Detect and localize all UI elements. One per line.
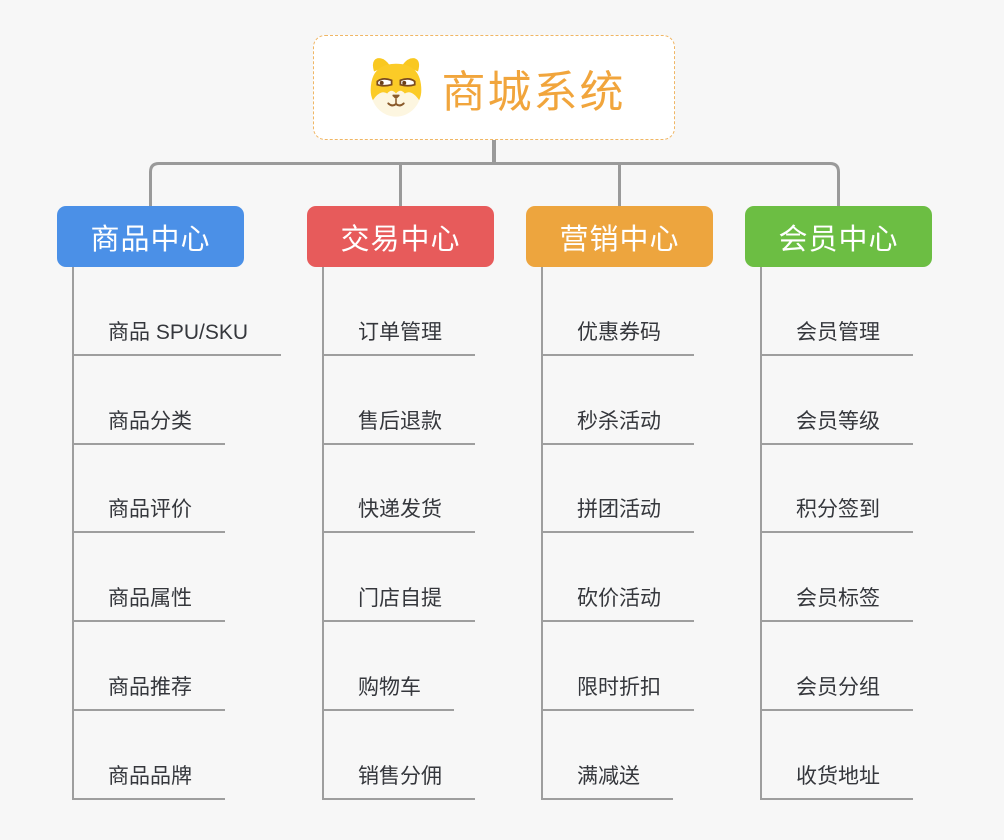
- leaf-node[interactable]: 秒杀活动: [543, 405, 694, 445]
- leaf-row: 购物车: [324, 622, 552, 711]
- leaf-row: 积分签到: [762, 445, 990, 534]
- leaf-node[interactable]: 满减送: [543, 760, 673, 800]
- leaf-row: 商品品牌: [74, 711, 302, 800]
- leaf-row: 砍价活动: [543, 533, 771, 623]
- leaf-row: 会员标签: [762, 533, 990, 623]
- leaf-row: 商品评价: [74, 445, 302, 534]
- branch-product-center: 商品中心 商品 SPU/SKU 商品分类 商品评价 商品属性 商品推荐 商品品牌: [57, 206, 317, 800]
- leaf-row: 销售分佣: [324, 711, 552, 800]
- leaf-row: 订单管理: [324, 267, 552, 356]
- leaf-node[interactable]: 优惠券码: [543, 316, 694, 356]
- leaf-row: 秒杀活动: [543, 356, 771, 445]
- branch-trade-center: 交易中心 订单管理 售后退款 快递发货 门店自提 购物车 销售分佣: [307, 206, 567, 800]
- leaf-row: 商品属性: [74, 533, 302, 623]
- leaf-node[interactable]: 会员标签: [762, 582, 913, 623]
- leaf-row: 商品分类: [74, 356, 302, 445]
- branch-node-product[interactable]: 商品中心: [57, 206, 244, 267]
- leaf-node[interactable]: 购物车: [324, 671, 454, 711]
- leaf-row: 限时折扣: [543, 622, 771, 711]
- leaf-row: 商品 SPU/SKU: [74, 267, 302, 356]
- leaf-node[interactable]: 收货地址: [762, 760, 913, 800]
- leaf-row: 优惠券码: [543, 267, 771, 356]
- leaf-row: 会员等级: [762, 356, 990, 445]
- main-horizontal-line: [149, 162, 840, 206]
- leaf-node[interactable]: 订单管理: [324, 316, 475, 356]
- leaf-node[interactable]: 商品属性: [74, 582, 225, 623]
- branch-children-trade: 订单管理 售后退款 快递发货 门店自提 购物车 销售分佣: [322, 267, 552, 800]
- leaf-node[interactable]: 会员分组: [762, 671, 913, 711]
- leaf-node[interactable]: 商品品牌: [74, 760, 225, 800]
- root-title: 商城系统: [441, 67, 626, 117]
- leaf-row: 会员管理: [762, 267, 990, 356]
- leaf-row: 快递发货: [324, 445, 552, 534]
- dog-face-icon: [370, 57, 421, 117]
- leaf-node[interactable]: 会员管理: [762, 316, 913, 356]
- leaf-row: 商品推荐: [74, 622, 302, 711]
- leaf-node[interactable]: 快递发货: [324, 493, 475, 534]
- branch-marketing-center: 营销中心 优惠券码 秒杀活动 拼团活动 砍价活动 限时折扣 满减送: [526, 206, 786, 800]
- leaf-row: 满减送: [543, 711, 771, 800]
- leaf-node[interactable]: 商品推荐: [74, 671, 225, 711]
- leaf-row: 门店自提: [324, 533, 552, 623]
- leaf-node[interactable]: 砍价活动: [543, 582, 694, 623]
- leaf-row: 售后退款: [324, 356, 552, 445]
- leaf-row: 拼团活动: [543, 445, 771, 534]
- leaf-node[interactable]: 商品评价: [74, 493, 225, 534]
- leaf-node[interactable]: 积分签到: [762, 493, 913, 534]
- branch-member-center: 会员中心 会员管理 会员等级 积分签到 会员标签 会员分组 收货地址: [745, 206, 1004, 800]
- branch-children-product: 商品 SPU/SKU 商品分类 商品评价 商品属性 商品推荐 商品品牌: [72, 267, 302, 800]
- leaf-node[interactable]: 拼团活动: [543, 493, 694, 534]
- branch-node-trade[interactable]: 交易中心: [307, 206, 494, 267]
- leaf-node[interactable]: 门店自提: [324, 582, 475, 623]
- leaf-node[interactable]: 商品分类: [74, 405, 225, 445]
- leaf-node[interactable]: 销售分佣: [324, 760, 475, 800]
- leaf-node[interactable]: 商品 SPU/SKU: [74, 316, 282, 356]
- leaf-node[interactable]: 会员等级: [762, 405, 913, 445]
- branch-node-member[interactable]: 会员中心: [745, 206, 932, 267]
- branch-children-member: 会员管理 会员等级 积分签到 会员标签 会员分组 收货地址: [760, 267, 990, 800]
- branch-node-marketing[interactable]: 营销中心: [526, 206, 713, 267]
- root-node[interactable]: 商城系统: [313, 35, 675, 140]
- leaf-node[interactable]: 售后退款: [324, 405, 475, 445]
- leaf-node[interactable]: 限时折扣: [543, 671, 694, 711]
- leaf-row: 会员分组: [762, 622, 990, 711]
- leaf-row: 收货地址: [762, 711, 990, 800]
- branch-children-marketing: 优惠券码 秒杀活动 拼团活动 砍价活动 限时折扣 满减送: [541, 267, 771, 800]
